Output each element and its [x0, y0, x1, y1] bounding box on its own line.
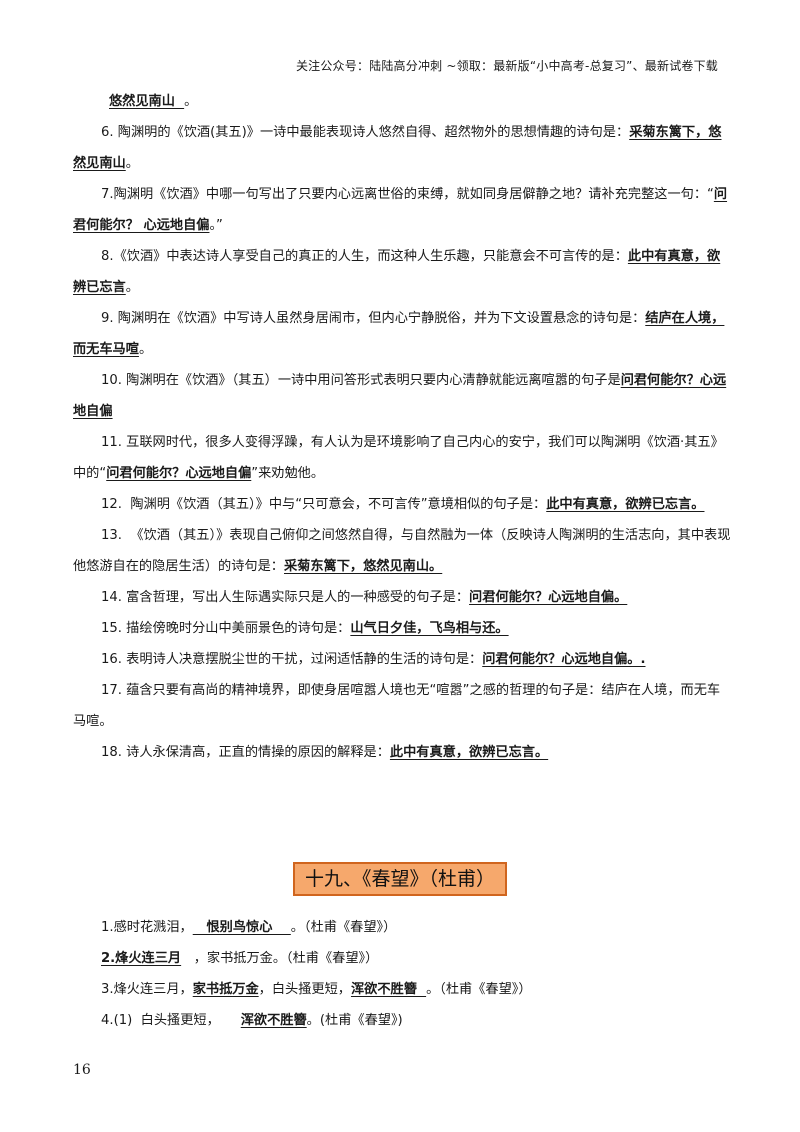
section-question-list: 1.感时花溅泪， 恨别鸟惊心 。（杜甫《春望》） 2.烽火连三月 ，家书抵万金。… [101, 912, 731, 1036]
answer-text: 恨别鸟惊心 [192, 920, 291, 935]
answer-text: 问君何能尔？ 心远地自偏 [73, 187, 728, 233]
question-list: 悠然见南山 。 6. 陶渊明的《饮酒(其五)》一诗中最能表现诗人悠然自得、超然物… [73, 86, 733, 768]
answer-text: 2.烽火连三月 [101, 951, 182, 966]
answer-text: 此中有真意，欲辨已忘言 [73, 249, 721, 295]
question-text: 11. 互联网时代，很多人变得浮躁，有人认为是环境影响了自己内心的安宁，我们可以… [73, 435, 724, 481]
section-title: 十九、《春望》（杜甫） [292, 862, 507, 896]
question-text: 14. 富含哲理，写出人生际遇实际只是人的一种感受的句子是： [101, 590, 470, 605]
question-text: 13. 《饮酒（其五）》表现自己俯仰之间悠然自得，与自然融为一体（反映诗人陶渊明… [73, 528, 731, 574]
question-text: 1.感时花溅泪， [101, 920, 193, 935]
answer-text: 问君何能尔？心远地自偏。. [482, 652, 646, 667]
question-text: 9. 陶渊明在《饮酒》中写诗人虽然身居闹市，但内心宁静脱俗，并为下文设置悬念的诗… [101, 311, 646, 326]
answer-text: 浑欲不胜簪 [350, 982, 427, 997]
question-text: 12. 陶渊明《饮酒（其五）》中与“只可意会，不可言传”意境相似的句子是： [101, 497, 547, 512]
list-item: 17. 蕴含只要有高尚的精神境界，即使身居喧嚣人境也无“喧嚣”之感的哲理的句子是… [73, 675, 733, 737]
answer-text: 采菊东篱下，悠然见南山 [73, 125, 722, 171]
question-text: 。 [138, 342, 153, 357]
answer-text: 问君何能尔？心远地自偏 [106, 466, 252, 481]
answer-text: 此中有真意，欲辨已忘言。 [546, 497, 705, 512]
list-item: 悠然见南山 。 [73, 86, 733, 117]
question-text: ”来劝勉他。 [251, 466, 325, 481]
list-item: 12. 陶渊明《饮酒（其五）》中与“只可意会，不可言传”意境相似的句子是：此中有… [73, 489, 733, 520]
question-text: ，白头搔更短， [258, 982, 351, 997]
question-text: 10. 陶渊明在《饮酒》（其五）一诗中用问答形式表明只要内心清静就能远离喧嚣的句… [101, 373, 621, 388]
answer-text: 结庐在人境，而无车马喧 [73, 311, 725, 357]
list-item: 8.《饮酒》中表达诗人享受自己的真正的人生，而这种人生乐趣，只能意会不可言传的是… [73, 241, 733, 303]
answer-text: 问君何能尔？心远地自偏 [73, 373, 727, 419]
question-text: 15. 描绘傍晚时分山中美丽景色的诗句是： [101, 621, 351, 636]
list-item: 7.陶渊明《饮酒》中哪一句写出了只要内心远离世俗的束缚，就如同身居僻静之地？请补… [73, 179, 733, 241]
answer-text: 浑欲不胜簪 [240, 1013, 307, 1028]
answer-text: 山气日夕佳，飞鸟相与还。 [350, 621, 509, 636]
question-text: 。 [125, 280, 139, 295]
list-item: 2.烽火连三月 ，家书抵万金。（杜甫《春望》） [101, 943, 731, 974]
list-item: 15. 描绘傍晚时分山中美丽景色的诗句是：山气日夕佳，飞鸟相与还。 [73, 613, 733, 644]
list-item: 13. 《饮酒（其五）》表现自己俯仰之间悠然自得，与自然融为一体（反映诗人陶渊明… [73, 520, 733, 582]
answer-text: 采菊东篱下，悠然见南山。 [284, 559, 443, 574]
list-item: 6. 陶渊明的《饮酒(其五)》一诗中最能表现诗人悠然自得、超然物外的思想情趣的诗… [73, 117, 733, 179]
question-text: 。” [209, 218, 223, 233]
question-text: 3.烽火连三月， [101, 982, 193, 997]
list-item: 10. 陶渊明在《饮酒》（其五）一诗中用问答形式表明只要内心清静就能远离喧嚣的句… [73, 365, 733, 427]
question-text: 17. 蕴含只要有高尚的精神境界，即使身居喧嚣人境也无“喧嚣”之感的哲理的句子是… [73, 683, 721, 729]
answer-text: 问君何能尔？心远地自偏。 [469, 590, 628, 605]
question-text: 16. 表明诗人决意摆脱尘世的干扰，过闲适恬静的生活的诗句是： [101, 652, 483, 667]
list-item: 1.感时花溅泪， 恨别鸟惊心 。（杜甫《春望》） [101, 912, 731, 943]
list-item: 18. 诗人永保清高，正直的情操的原因的解释是：此中有真意，欲辨已忘言。 [73, 737, 733, 768]
question-text: 。（杜甫《春望》） [426, 982, 532, 997]
list-item: 16. 表明诗人决意摆脱尘世的干扰，过闲适恬静的生活的诗句是：问君何能尔？心远地… [73, 644, 733, 675]
question-text: 。 [125, 156, 139, 171]
page-number: 16 [73, 1062, 91, 1078]
page-header: 关注公众号：陆陆高分冲刺 ~领取：最新版“小中高考-总复习”、最新试卷下载 [295, 59, 718, 73]
answer-text: 悠然见南山 [109, 94, 185, 109]
question-text: 。(杜甫《春望》) [306, 1013, 403, 1028]
answer-text: 此中有真意，欲辨已忘言。 [389, 745, 549, 760]
question-text: 8.《饮酒》中表达诗人享受自己的真正的人生，而这种人生乐趣，只能意会不可言传的是… [101, 249, 628, 264]
question-text: 7.陶渊明《饮酒》中哪一句写出了只要内心远离世俗的束缚，就如同身居僻静之地？请补… [101, 187, 714, 202]
answer-text: 家书抵万金 [192, 982, 259, 997]
question-text: ，家书抵万金。（杜甫《春望》） [181, 951, 379, 966]
question-text: 18. 诗人永保清高，正直的情操的原因的解释是： [101, 745, 390, 760]
question-text: 4.(1) 白头搔更短， [101, 1013, 241, 1028]
question-text: 6. 陶渊明的《饮酒(其五)》一诗中最能表现诗人悠然自得、超然物外的思想情趣的诗… [101, 125, 630, 140]
list-item: 3.烽火连三月，家书抵万金，白头搔更短，浑欲不胜簪 。（杜甫《春望》） [101, 974, 731, 1005]
section-title-wrap: 十九、《春望》（杜甫） [0, 862, 800, 896]
list-item: 4.(1) 白头搔更短， 浑欲不胜簪。(杜甫《春望》) [101, 1005, 731, 1036]
list-item: 11. 互联网时代，很多人变得浮躁，有人认为是环境影响了自己内心的安宁，我们可以… [73, 427, 733, 489]
list-item: 9. 陶渊明在《饮酒》中写诗人虽然身居闹市，但内心宁静脱俗，并为下文设置悬念的诗… [73, 303, 733, 365]
question-text: 。 [184, 94, 198, 109]
question-text: 。（杜甫《春望》） [290, 920, 397, 935]
list-item: 14. 富含哲理，写出人生际遇实际只是人的一种感受的句子是：问君何能尔？心远地自… [73, 582, 733, 613]
